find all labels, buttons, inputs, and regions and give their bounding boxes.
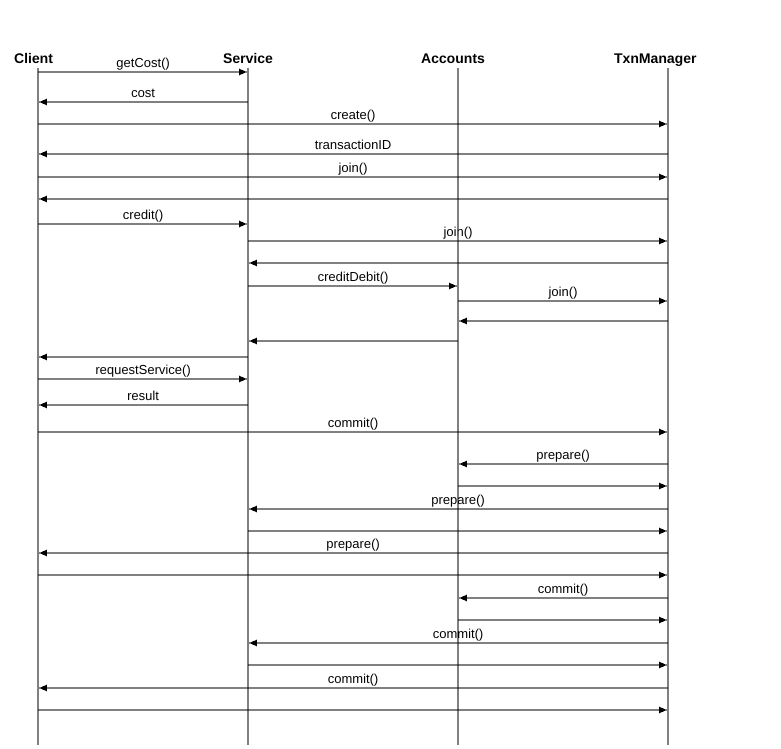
message-19: prepare(): [249, 492, 668, 513]
message-label-2: create(): [331, 107, 376, 122]
message-label-17: prepare(): [536, 447, 589, 462]
message-label-1: cost: [131, 85, 155, 100]
message-arrowhead-28: [659, 706, 667, 714]
message-arrowhead-19: [249, 505, 257, 513]
message-arrowhead-14: [239, 375, 247, 383]
lifeline-line-group: [37, 68, 669, 745]
message-15: result: [39, 388, 248, 409]
message-label-9: creditDebit(): [318, 269, 389, 284]
message-5: [39, 195, 668, 203]
message-0: getCost(): [38, 55, 247, 76]
message-arrowhead-11: [459, 317, 467, 325]
message-arrowhead-5: [39, 195, 47, 203]
message-arrowhead-13: [39, 353, 47, 361]
message-label-15: result: [127, 388, 159, 403]
message-22: [38, 571, 667, 579]
message-27: commit(): [39, 671, 668, 692]
message-arrowhead-2: [659, 120, 667, 128]
message-11: [459, 317, 668, 325]
message-6: credit(): [38, 207, 247, 228]
lifeline-label-service: Service: [223, 50, 273, 66]
message-arrowhead-22: [659, 571, 667, 579]
message-2: create(): [38, 107, 667, 128]
message-arrowhead-9: [449, 282, 457, 290]
message-13: [39, 353, 248, 361]
message-label-0: getCost(): [116, 55, 169, 70]
message-21: prepare(): [39, 536, 668, 557]
message-arrowhead-24: [659, 616, 667, 624]
message-label-21: prepare(): [326, 536, 379, 551]
message-arrowhead-0: [239, 68, 247, 76]
message-label-19: prepare(): [431, 492, 484, 507]
lifeline-label-accounts: Accounts: [421, 50, 485, 66]
message-25: commit(): [249, 626, 668, 647]
message-arrowhead-6: [239, 220, 247, 228]
message-arrowhead-7: [659, 237, 667, 245]
message-1: cost: [39, 85, 248, 106]
message-17: prepare(): [459, 447, 668, 468]
message-arrowhead-15: [39, 401, 47, 409]
message-28: [38, 706, 667, 714]
lifeline-label-group: Client Service Accounts TxnManager: [14, 50, 697, 66]
message-arrowhead-20: [659, 527, 667, 535]
message-label-6: credit(): [123, 207, 163, 222]
message-14: requestService(): [38, 362, 247, 383]
message-label-14: requestService(): [95, 362, 190, 377]
message-arrowhead-8: [249, 259, 257, 267]
message-group: getCost() cost create() transactionID join()…: [38, 55, 668, 714]
message-label-27: commit(): [328, 671, 379, 686]
message-arrowhead-1: [39, 98, 47, 106]
message-20: [248, 527, 667, 535]
message-26: [248, 661, 667, 669]
message-label-4: join(): [338, 160, 368, 175]
message-arrowhead-21: [39, 549, 47, 557]
message-arrowhead-4: [659, 173, 667, 181]
message-arrowhead-27: [39, 684, 47, 692]
message-3: transactionID: [39, 137, 668, 158]
message-16: commit(): [38, 415, 667, 436]
message-label-25: commit(): [433, 626, 484, 641]
message-arrowhead-18: [659, 482, 667, 490]
message-arrowhead-25: [249, 639, 257, 647]
message-label-7: join(): [443, 224, 473, 239]
message-9: creditDebit(): [248, 269, 457, 290]
message-7: join(): [248, 224, 667, 245]
message-arrowhead-16: [659, 428, 667, 436]
message-label-16: commit(): [328, 415, 379, 430]
message-23: commit(): [459, 581, 668, 602]
message-label-3: transactionID: [315, 137, 392, 152]
message-12: [249, 337, 458, 345]
message-label-10: join(): [548, 284, 578, 299]
message-8: [249, 259, 668, 267]
message-4: join(): [38, 160, 667, 181]
message-arrowhead-23: [459, 594, 467, 602]
lifeline-label-txnmanager: TxnManager: [614, 50, 697, 66]
message-10: join(): [458, 284, 667, 305]
message-arrowhead-10: [659, 297, 667, 305]
message-label-23: commit(): [538, 581, 589, 596]
message-18: [458, 482, 667, 490]
message-arrowhead-12: [249, 337, 257, 345]
message-arrowhead-17: [459, 460, 467, 468]
lifeline-label-client: Client: [14, 50, 53, 66]
message-arrowhead-26: [659, 661, 667, 669]
message-arrowhead-3: [39, 150, 47, 158]
message-24: [458, 616, 667, 624]
